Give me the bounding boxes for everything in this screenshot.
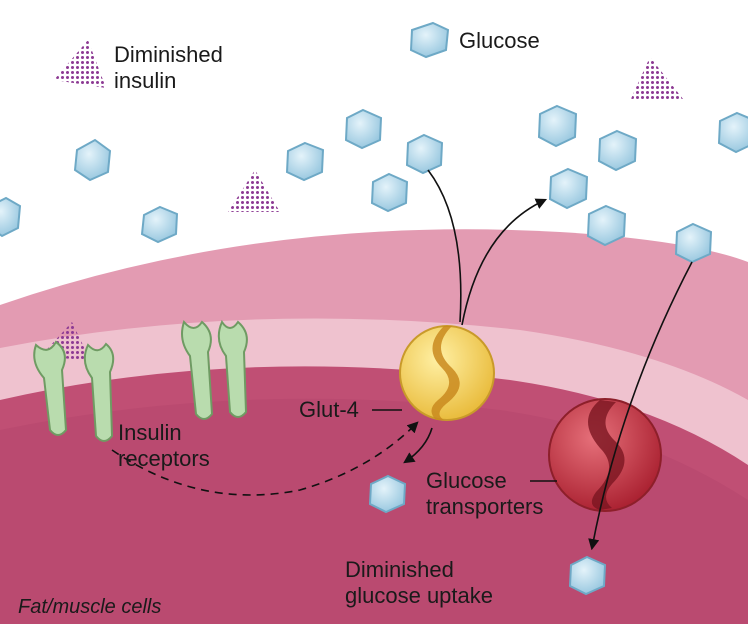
label-glucose: Glucose <box>459 28 540 53</box>
insulin-triangle <box>228 170 280 212</box>
label-fat-muscle-cells: Fat/muscle cells <box>18 596 162 618</box>
glucose-hexagon <box>368 474 407 514</box>
glucose-hexagon <box>405 133 444 175</box>
glucose-transporter <box>548 398 662 512</box>
glucose-transporter-channel <box>588 400 625 510</box>
glucose-hexagon <box>370 172 409 213</box>
glucose-hexagon <box>537 104 578 148</box>
glucose-hexagon <box>568 555 607 596</box>
arrow-glucose-to-glut4 <box>427 169 462 323</box>
glucose-hexagon <box>717 111 748 154</box>
arrow-glut4-to-glucose <box>403 427 433 464</box>
glucose-hexagon <box>548 167 589 210</box>
arrow-glut4-out <box>461 198 548 326</box>
glut4-channel <box>431 326 460 420</box>
label-glucose-transporters: Glucose transporters <box>426 468 544 519</box>
label-diminished-glucose-uptake: Diminished glucose uptake <box>345 557 493 608</box>
label-insulin-receptors: Insulin receptors <box>118 420 210 471</box>
label-diminished-insulin: Diminished insulin <box>114 42 223 93</box>
arrow-receptor-to-glut4 <box>111 421 419 496</box>
legend-insulin-triangle <box>54 40 106 88</box>
label-glut4: Glut-4 <box>299 397 359 422</box>
insulin-receptor-right-arm <box>83 342 115 442</box>
glucose-hexagon <box>285 141 325 182</box>
insulin-receptor-right-arm <box>217 319 248 418</box>
glucose-hexagon <box>73 138 112 182</box>
insulin-receptor-left-arm <box>33 340 68 436</box>
glucose-hexagon <box>0 196 22 238</box>
glucose-hexagon <box>344 108 383 150</box>
arrow-glucose-uptake <box>588 261 693 551</box>
glucose-hexagon <box>140 205 179 244</box>
glucose-hexagon <box>586 204 627 247</box>
glucose-hexagon <box>674 222 713 264</box>
insulin-receptor-left-arm <box>181 319 214 420</box>
legend-glucose-hexagon <box>409 21 450 59</box>
insulin-triangle <box>630 57 683 101</box>
glucose-hexagon <box>597 129 638 172</box>
